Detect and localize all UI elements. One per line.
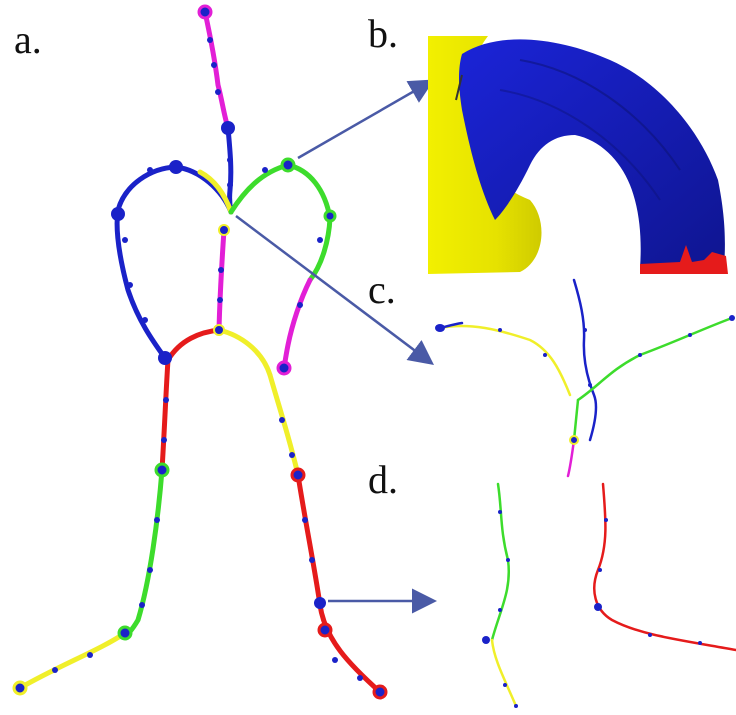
- panel-b-mesh: [428, 36, 728, 274]
- skeleton-left-shin: [122, 467, 165, 636]
- leg-d-red: [593, 482, 736, 652]
- arrow-a-to-c: [235, 215, 434, 366]
- skeleton-left-foot: [17, 630, 128, 691]
- skeleton-left-arm-accent: [197, 169, 234, 215]
- branch-c-blue: [572, 278, 598, 442]
- skeleton-pelvis-left: [165, 327, 222, 363]
- panel-label-d: d.: [368, 457, 398, 502]
- skeleton-pelvis-right: [216, 327, 273, 378]
- arrow-a-to-b: [297, 79, 435, 160]
- branch-c-magenta: [566, 438, 576, 478]
- mesh-red-region: [640, 245, 728, 274]
- skeleton-right-arm-segment: [228, 162, 333, 283]
- panel-a-nodes: [52, 37, 363, 681]
- leg-d-yellow: [490, 638, 518, 708]
- panel-c-branches: [435, 278, 735, 478]
- panel-arrows: [235, 79, 437, 614]
- branch-c-green-down: [572, 398, 580, 442]
- skeleton-left-thigh: [159, 357, 171, 473]
- panel-label-a: a.: [14, 17, 42, 62]
- skeleton-right-forearm-segment: [281, 277, 313, 371]
- panel-a-joints: [12, 4, 388, 700]
- skeleton-spine-segment: [216, 227, 227, 333]
- branch-c-green: [576, 316, 734, 402]
- branch-c-yellow: [438, 324, 572, 397]
- panel-a-skeleton: [17, 9, 383, 695]
- panel-label-c: c.: [368, 267, 396, 312]
- mesh-blue-region: [459, 39, 725, 268]
- panel-label-b: b.: [368, 11, 398, 56]
- skeleton-right-thigh: [267, 372, 301, 478]
- skeleton-head-segment: [202, 9, 231, 131]
- leg-d-green: [490, 482, 510, 642]
- skeleton-right-shin: [295, 472, 383, 695]
- skeleton-neck-segment: [225, 125, 234, 215]
- panel-d-legs: [482, 482, 736, 708]
